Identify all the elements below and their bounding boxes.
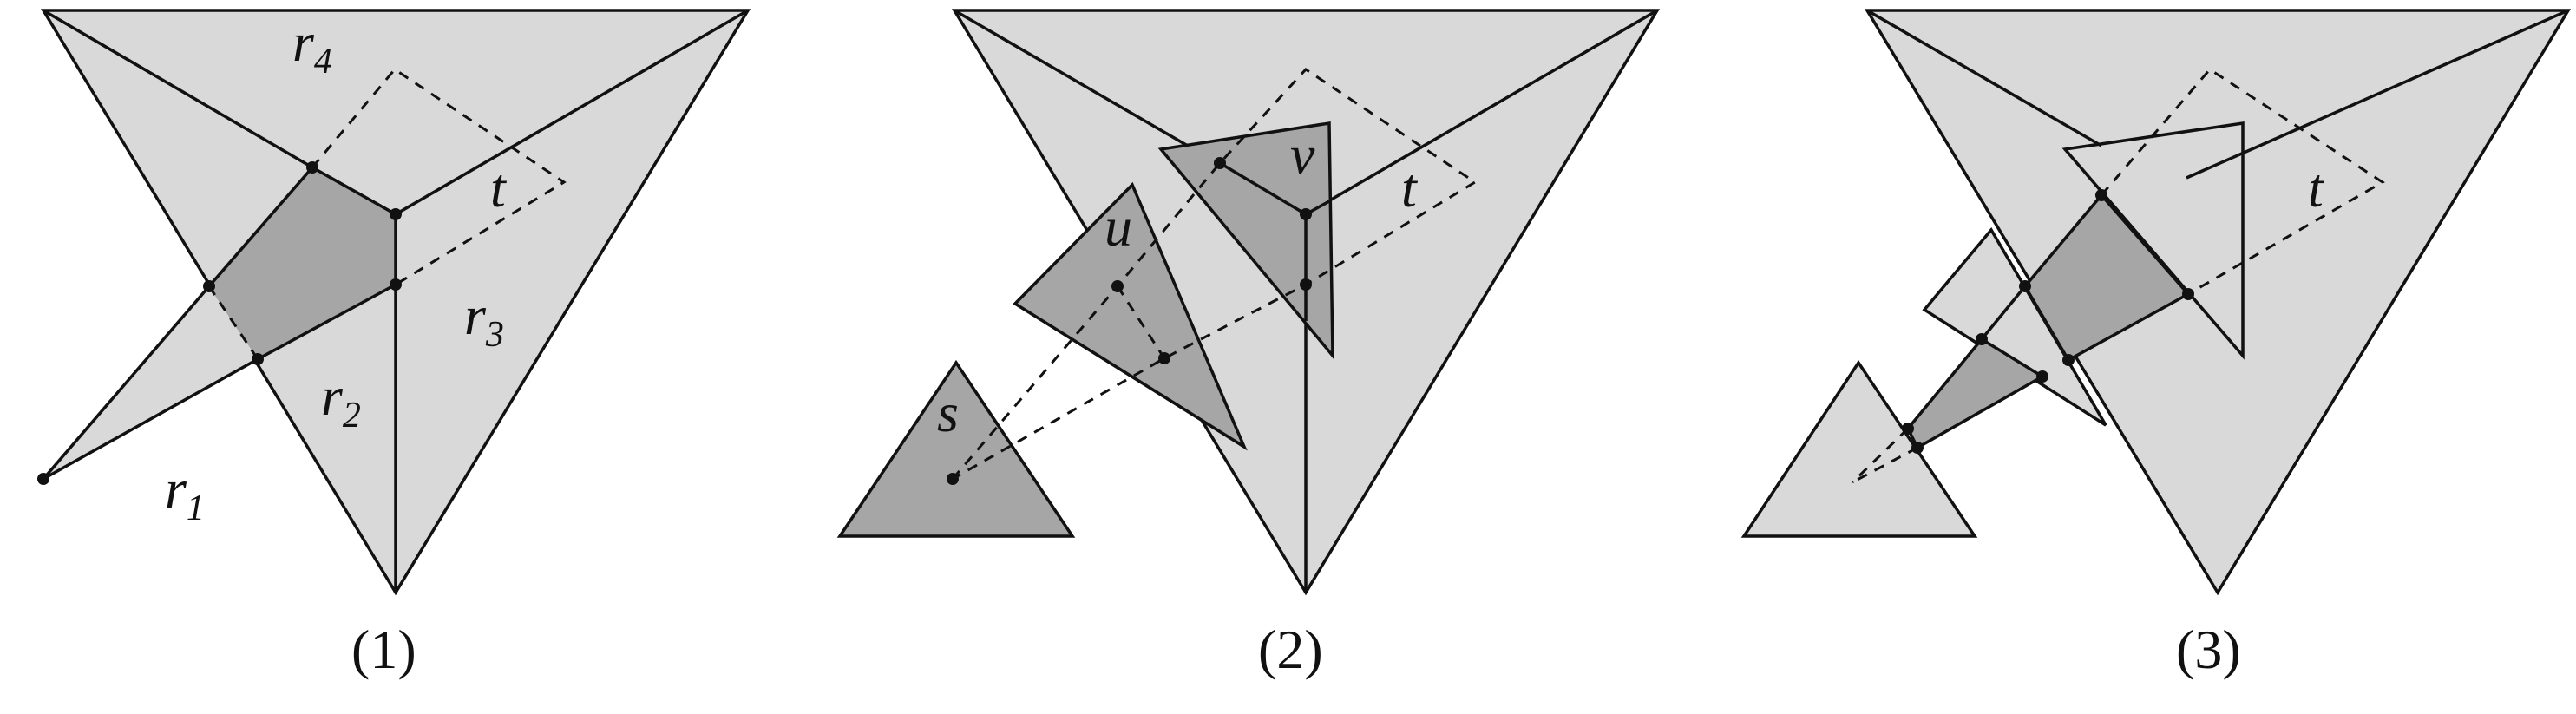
vertex-dot (1214, 157, 1226, 169)
vertex-dot (2036, 370, 2048, 383)
label-s: s (937, 382, 959, 443)
vertex-dot (390, 278, 402, 291)
edge (257, 283, 397, 361)
vertex-dot (2095, 189, 2107, 201)
vertex-dot (37, 473, 49, 485)
vertex-dot (1300, 278, 1312, 291)
panel-1: r4 t r3 r2 r1 (1) (37, 9, 751, 680)
edge (1866, 9, 2102, 147)
edge (1917, 375, 2043, 449)
edge (43, 357, 259, 481)
vertex-dot (947, 473, 959, 485)
vertex-dot (1300, 208, 1312, 220)
edge (1906, 337, 1983, 430)
label-t: t (1401, 157, 1419, 219)
vertex-dot (203, 280, 215, 292)
dashed-segment (1116, 285, 1166, 359)
dashed-path (2100, 68, 2385, 296)
triangle-s (836, 359, 1076, 538)
vertex-dot (1111, 280, 1124, 292)
edge (2023, 285, 2070, 361)
triangle-u (1013, 181, 1248, 451)
panel-caption: (3) (2176, 619, 2241, 680)
vertex-dot (1902, 423, 1914, 435)
dashed-segment (1852, 446, 1918, 484)
shaded-strip (1908, 339, 2042, 448)
edge (2023, 193, 2103, 288)
edge (207, 166, 314, 288)
vertex-dot (2019, 280, 2031, 292)
edge (1219, 161, 1307, 216)
panel-caption: (1) (351, 619, 416, 680)
dashed-segment (1851, 427, 1910, 484)
panel-2: v u t s (2) (836, 9, 1661, 680)
label-t: t (490, 157, 508, 219)
vertex-dot (252, 353, 264, 365)
vertex-dot (2062, 354, 2075, 366)
shaded-region (209, 167, 396, 359)
label-t: t (2308, 157, 2325, 219)
panel-3: t (3) (1740, 9, 2572, 680)
shaded-region (2025, 195, 2188, 360)
label-v: v (1290, 124, 1315, 186)
dashed-segment (207, 285, 259, 360)
vertex-dot (1911, 442, 1924, 454)
region-r1-wedge (43, 286, 258, 479)
vertex-dot (390, 208, 402, 220)
dashed-path (311, 68, 567, 286)
edge (395, 9, 749, 216)
edge (1981, 337, 2043, 378)
vertex-dot (2182, 288, 2194, 300)
panel-caption: (2) (1258, 619, 1323, 680)
label-r2: r2 (321, 365, 361, 436)
edge (43, 9, 313, 169)
vertex-dot (306, 161, 318, 174)
edge (2100, 193, 2190, 296)
edge (2186, 9, 2569, 180)
vertex-dot (1976, 333, 1988, 345)
label-r4: r4 (292, 11, 332, 82)
edge (2068, 292, 2189, 362)
label-r1: r1 (165, 458, 205, 528)
label-u: u (1104, 196, 1132, 258)
dashed-path (951, 68, 1478, 481)
label-r3: r3 (464, 285, 504, 355)
edge (1980, 285, 2027, 341)
edge (1305, 9, 1658, 216)
vertex-dot (1158, 352, 1170, 364)
edge (42, 285, 211, 481)
edge (311, 166, 397, 216)
